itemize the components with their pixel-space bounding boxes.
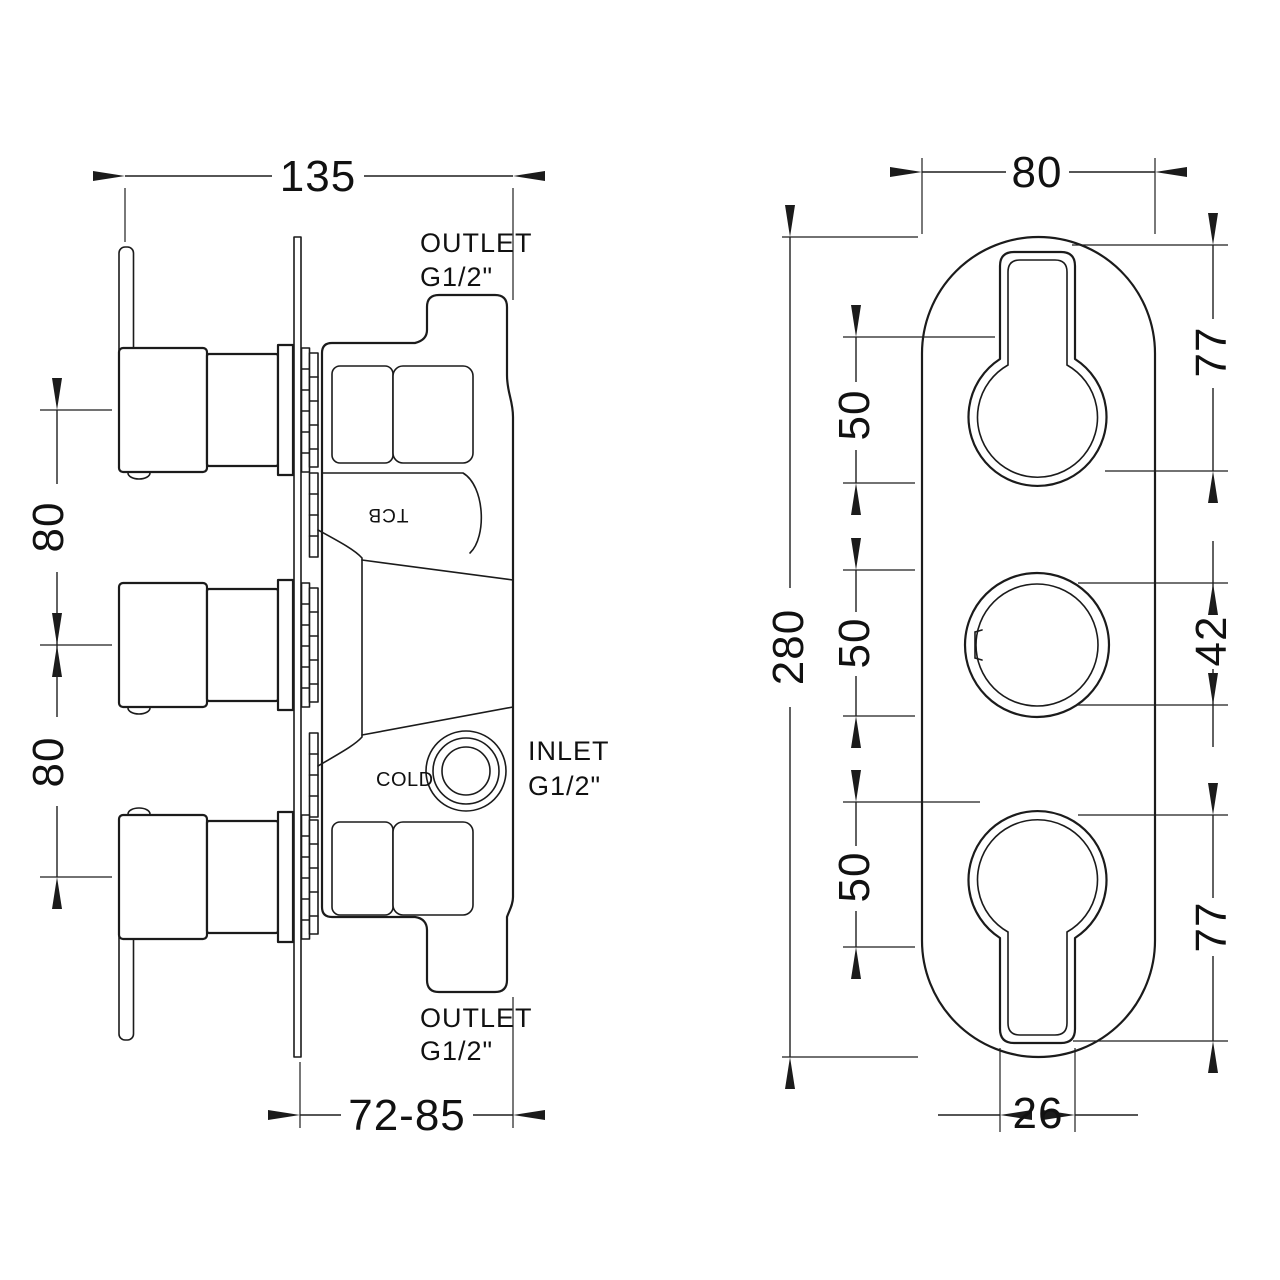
outlet-bottom-label: OUTLET: [420, 1003, 533, 1033]
dim-spacing-top-text: 80: [24, 502, 73, 553]
side-view: TCB COLD: [24, 152, 610, 1140]
handle-top-neck: [205, 352, 280, 468]
inlet-port: [425, 730, 507, 812]
handle-bottom: [117, 807, 319, 1041]
dim-keyhole-top-height: 77: [1072, 213, 1236, 503]
cartridge-block-bottom-a: [331, 821, 394, 916]
dim-hole-diameter: 42: [1078, 541, 1236, 747]
dim-slot-width: 26: [938, 1048, 1138, 1138]
dim-spacing-50-top-text: 50: [830, 390, 879, 441]
inlet-size: G1/2": [528, 771, 601, 801]
dim-77-top-text: 77: [1187, 327, 1236, 378]
dim-hole-spacings: 50 50 50: [830, 305, 995, 979]
front-view: 80 280 50 50 50: [764, 148, 1236, 1138]
wall-plate: [293, 236, 302, 1058]
handle-top-flange: [276, 343, 295, 477]
dim-overall-width: 135: [93, 152, 545, 300]
dim-depth-range: 72-85: [268, 997, 545, 1140]
dim-spacing-50-bottom-text: 50: [830, 852, 879, 903]
cartridge-block-bottom-b: [392, 821, 474, 916]
handle-bottom-spindle2: [308, 819, 319, 935]
dim-spacing-50-mid-text: 50: [830, 618, 879, 669]
valve-body: TCB COLD: [317, 293, 515, 994]
keyhole-top: [967, 250, 1108, 488]
dim-26-text: 26: [1013, 1089, 1064, 1138]
handle-bottom-grip: [117, 813, 209, 941]
outlet-top-label: OUTLET: [420, 228, 533, 258]
dim-depth-range-text: 72-85: [348, 1091, 466, 1140]
handle-middle-spindle2: [308, 587, 319, 703]
dim-handle-spacing: 80 80: [24, 378, 112, 909]
body-slant-bottom: [361, 706, 514, 736]
dim-spacing-bottom-text: 80: [24, 737, 73, 788]
keyhole-bottom: [967, 809, 1108, 1045]
inlet-label: INLET: [528, 736, 610, 766]
cartridge-block-top-a: [331, 365, 394, 464]
handle-middle: [117, 578, 319, 715]
outlet-top-size: G1/2": [420, 262, 493, 292]
handle-top: [117, 246, 319, 480]
cartridge-rail-upper: [308, 472, 319, 558]
hole-middle: [963, 571, 1111, 719]
handle-bottom-neck: [205, 819, 280, 935]
handle-middle-grip: [117, 581, 209, 709]
body-ledge-top: [321, 472, 483, 554]
handle-bottom-flange: [276, 810, 295, 944]
handle-middle-flange: [276, 578, 295, 712]
handle-top-spindle2: [308, 352, 319, 468]
cold-label: COLD: [376, 769, 434, 791]
outlet-bottom-size: G1/2": [420, 1036, 493, 1066]
dim-plate-width-text: 80: [1012, 148, 1063, 197]
dim-42-text: 42: [1187, 616, 1236, 667]
dim-plate-height-text: 280: [764, 609, 813, 685]
dim-plate-height: 280: [764, 205, 918, 1089]
dim-keyhole-bottom-height: 77: [1073, 783, 1236, 1073]
cartridge-block-top-b: [392, 365, 474, 464]
handle-top-grip: [117, 346, 209, 474]
dim-77-bottom-text: 77: [1187, 902, 1236, 953]
handle-middle-neck: [205, 587, 280, 703]
body-marking-tcb: TCB: [368, 504, 409, 525]
dim-plate-width: 80: [890, 148, 1187, 234]
hole-middle-notch: [974, 629, 983, 661]
cartridge-rail-lower: [308, 732, 319, 818]
body-slant-top: [361, 559, 514, 581]
trim-plate: [920, 235, 1157, 1059]
thermostat-bell: [317, 529, 363, 767]
dim-overall-width-text: 135: [280, 152, 356, 201]
